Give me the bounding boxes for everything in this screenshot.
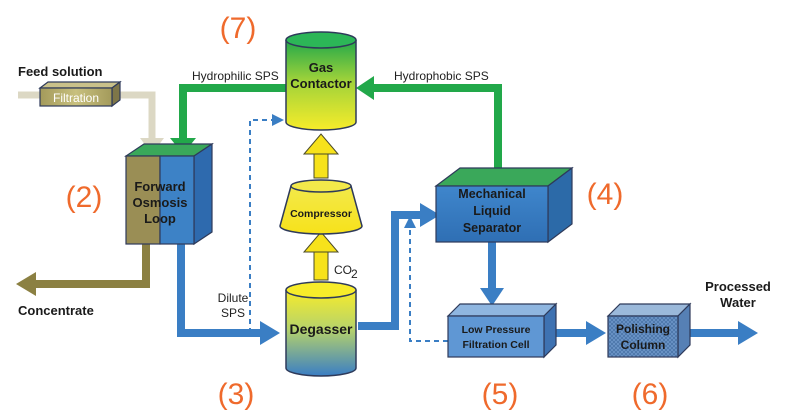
polishing-label-line2: Column bbox=[621, 338, 666, 352]
stage-number-4: (4) bbox=[587, 178, 624, 211]
stage-number-6: (6) bbox=[632, 378, 669, 411]
gas-contactor-label-line1: Gas bbox=[309, 60, 334, 75]
fo-label-line1: Forward bbox=[134, 179, 185, 194]
degasser-label: Degasser bbox=[289, 321, 353, 337]
co2-arrow-to-compressor bbox=[302, 231, 340, 281]
separator-label-line1: Mechanical bbox=[458, 187, 525, 201]
dilute-sps-line bbox=[177, 244, 280, 345]
hydrophilic-sps-label: Hydrophilic SPS bbox=[192, 69, 279, 83]
forward-osmosis-loop: Forward Osmosis Loop bbox=[124, 142, 214, 246]
mechanical-liquid-separator: Mechanical Liquid Separator bbox=[434, 166, 574, 244]
compressor: Compressor bbox=[279, 179, 363, 235]
separator-label-line3: Separator bbox=[463, 221, 521, 235]
gas-contactor: Gas Contactor bbox=[285, 31, 357, 131]
hydrophobic-sps-line bbox=[356, 76, 502, 178]
gas-contactor-label-line2: Contactor bbox=[290, 76, 351, 91]
separator-to-filtration-line bbox=[480, 240, 504, 306]
filtration-cell-label-line2: Filtration Cell bbox=[462, 339, 529, 351]
stage-number-5: (5) bbox=[482, 378, 519, 411]
processed-water-line bbox=[686, 321, 758, 345]
degasser: Degasser bbox=[285, 281, 357, 377]
concentrate-label: Concentrate bbox=[18, 303, 94, 318]
co2-label-sub: 2 bbox=[351, 267, 358, 281]
feed-solution-label: Feed solution bbox=[18, 64, 103, 79]
degasser-to-separator-line bbox=[358, 203, 440, 330]
dashed-return-line-separator bbox=[404, 216, 448, 342]
stage-number-2: (2) bbox=[66, 181, 103, 214]
dilute-sps-label-line1: Dilute bbox=[218, 291, 249, 305]
processed-water-label-line2: Water bbox=[720, 295, 756, 310]
hydrophobic-sps-label: Hydrophobic SPS bbox=[394, 69, 489, 83]
separator-label-line2: Liquid bbox=[473, 204, 511, 218]
fo-label-line2: Osmosis bbox=[133, 195, 188, 210]
fo-label-line3: Loop bbox=[144, 211, 176, 226]
polishing-column: Polishing Column bbox=[606, 302, 692, 359]
compressor-label: Compressor bbox=[290, 208, 352, 220]
stage-number-3: (3) bbox=[218, 378, 255, 411]
filtration-unit: Filtration bbox=[38, 80, 122, 108]
dashed-return-line-contactor bbox=[249, 114, 284, 333]
concentrate-flow-line bbox=[16, 244, 150, 296]
processed-water-label-line1: Processed bbox=[705, 279, 771, 294]
co2-label-main: CO bbox=[334, 263, 352, 277]
dilute-sps-label-line2: SPS bbox=[221, 306, 245, 320]
filtration-label: Filtration bbox=[53, 91, 99, 105]
filtration-to-polishing-line bbox=[556, 321, 606, 345]
gas-arrow-to-contactor bbox=[302, 133, 340, 179]
filtration-cell-label-line1: Low Pressure bbox=[462, 324, 531, 336]
stage-number-7: (7) bbox=[220, 12, 257, 45]
co2-label: CO 2 bbox=[334, 263, 358, 281]
polishing-label-line1: Polishing bbox=[616, 322, 670, 336]
low-pressure-filtration-cell: Low Pressure Filtration Cell bbox=[446, 302, 558, 359]
